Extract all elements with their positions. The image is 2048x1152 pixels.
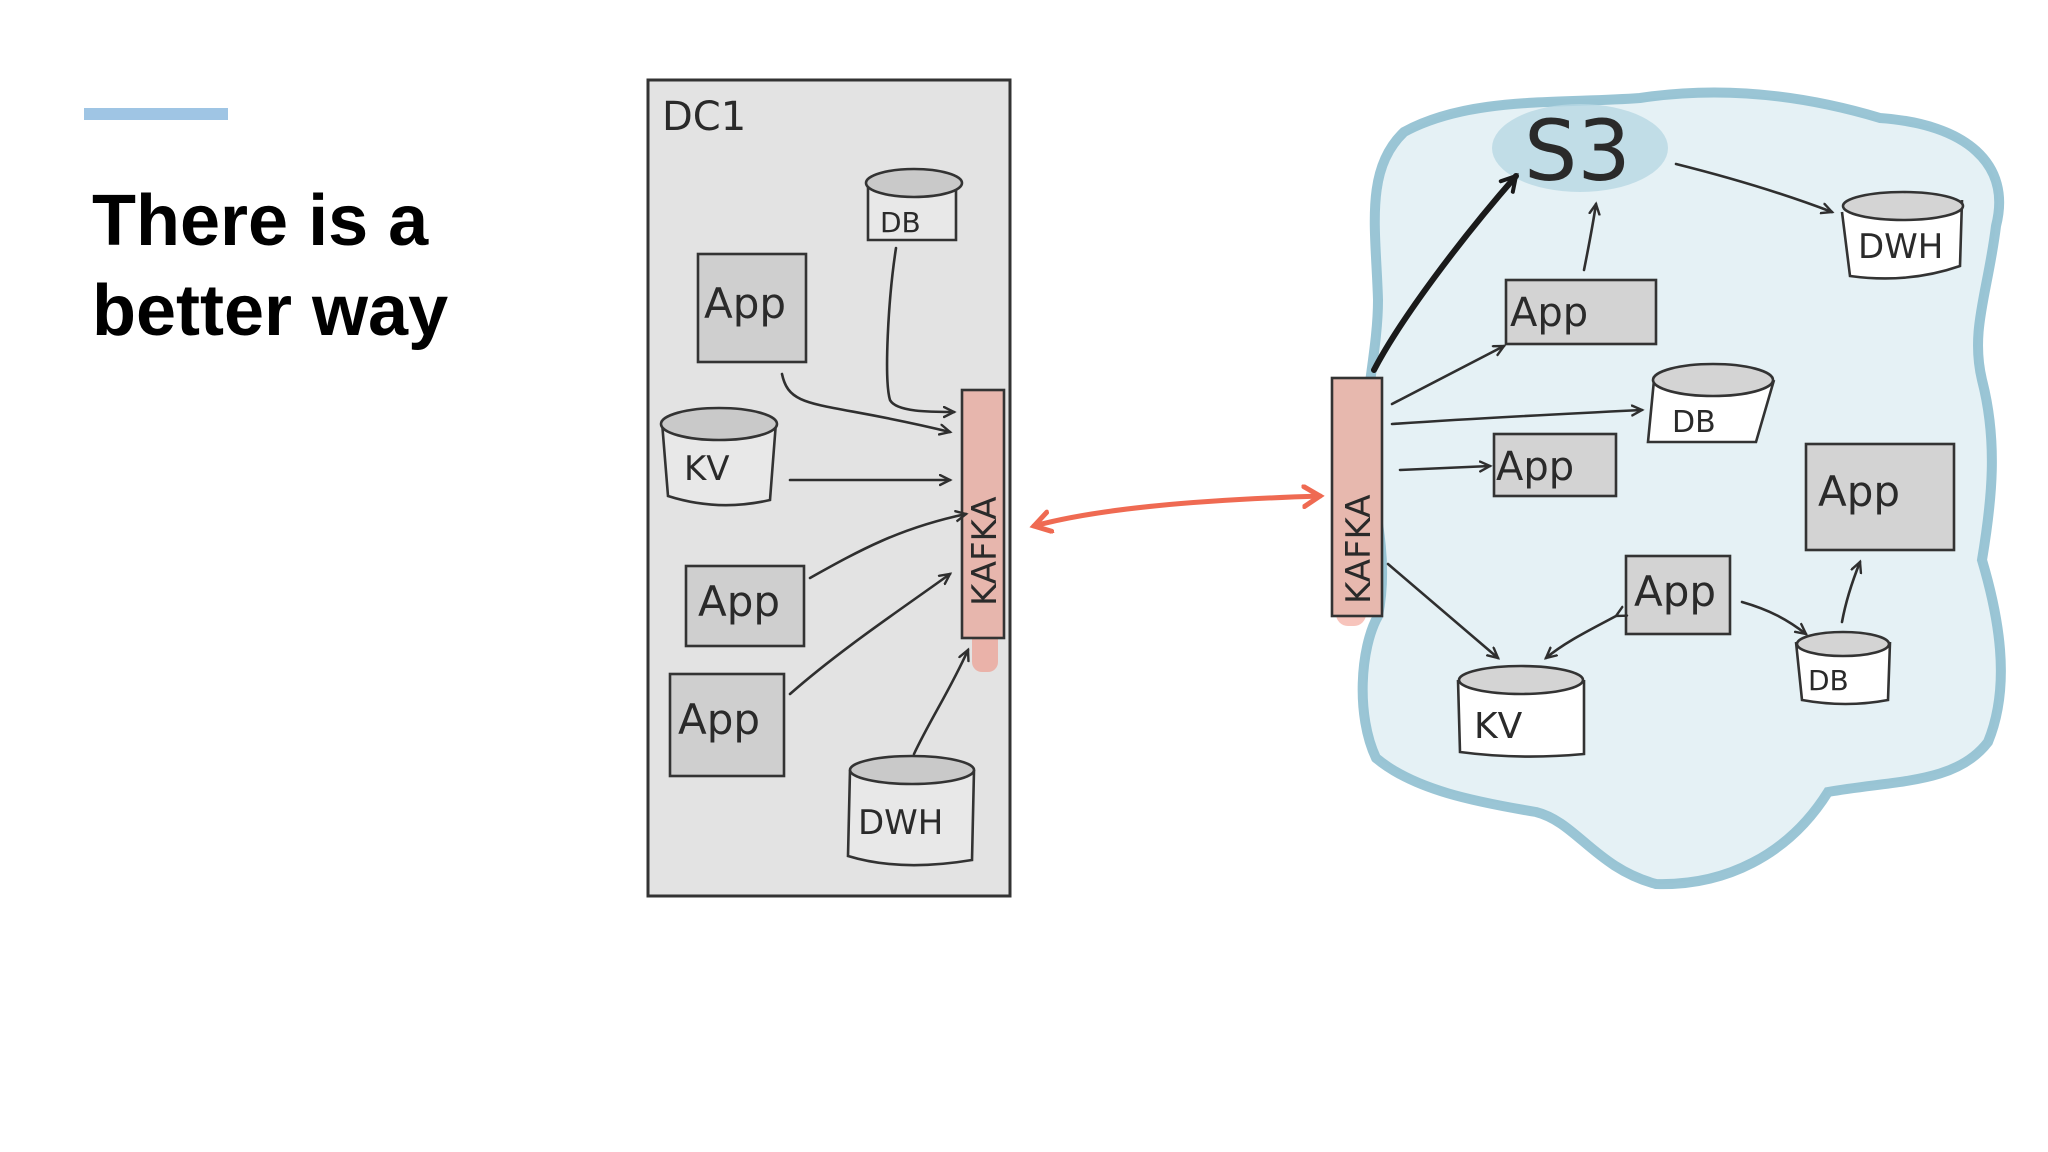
- cloud-dwh: DWH: [1840, 190, 1965, 280]
- cloud-arrow-app4-db2: [1740, 600, 1806, 634]
- title-accent-bar: [84, 108, 228, 120]
- title-line-2: better way: [92, 271, 449, 351]
- cloud-db-2: DB: [1794, 630, 1892, 706]
- cloud-app-4-label: App: [1634, 567, 1716, 616]
- cloud-app-1: App: [1504, 278, 1658, 346]
- dc1-app-2-label: App: [698, 577, 780, 626]
- cloud-arrow-db2-app3: [1840, 562, 1860, 624]
- dc1-arrow-app1-kafka: [780, 372, 950, 432]
- dc-link-bidirectional-arrow: [1034, 496, 1320, 526]
- dc1-app-1: App: [696, 252, 808, 364]
- cloud-db-1-label: DB: [1672, 405, 1716, 440]
- cloud-arrow-app1-s3: [1582, 204, 1596, 272]
- cloud-app-3-label: App: [1818, 467, 1900, 516]
- cloud-arrow-kafka-s3: [1371, 172, 1519, 373]
- dc1-app-2: App: [684, 564, 806, 648]
- dc1-arrow-db-kafka: [885, 246, 954, 412]
- dc1-kafka-label: KAFKA: [965, 497, 1005, 606]
- cloud-app-2-label: App: [1496, 444, 1574, 490]
- dc1-arrow-app2-kafka: [808, 514, 966, 580]
- cloud-region: S3 DWH App DB App App: [1330, 87, 2006, 890]
- dc1-db: DB: [864, 167, 964, 242]
- cloud-s3-label: S3: [1524, 102, 1631, 200]
- title-line-1: There is a: [92, 181, 429, 261]
- cloud-kv: KV: [1456, 664, 1586, 758]
- cloud-arrow-kafka-app2: [1398, 466, 1490, 470]
- cloud-s3: S3: [1492, 102, 1668, 200]
- dc1-dwh: DWH: [846, 754, 976, 867]
- cloud-app-3: App: [1804, 442, 1956, 552]
- dc1-kv: KV: [659, 406, 779, 507]
- slide-title: There is a better way: [92, 176, 612, 356]
- dc1-kafka: KAFKA: [960, 388, 1006, 672]
- cloud-app-4: App: [1624, 554, 1732, 636]
- dc1-kv-label: KV: [684, 449, 730, 489]
- dc1-arrow-dwh-kafka: [912, 650, 968, 756]
- cloud-arrow-kafka-kv: [1386, 562, 1498, 658]
- cloud-arrow-kafka-app1: [1390, 344, 1504, 406]
- dc1-app-3: App: [668, 672, 786, 778]
- dc1-arrow-app3-kafka: [788, 574, 950, 696]
- cloud-kafka: KAFKA: [1330, 376, 1384, 626]
- cloud-arrow-app4-kv: [1546, 616, 1616, 658]
- cloud-arrow-kafka-db1: [1390, 410, 1642, 426]
- dc1-label: DC1: [662, 94, 746, 140]
- cloud-dwh-label: DWH: [1858, 227, 1943, 267]
- cloud-kafka-label: KAFKA: [1339, 495, 1379, 604]
- dc1-datacenter: DC1 DB App KV App App: [646, 78, 1012, 898]
- cloud-app-2: App: [1492, 432, 1618, 498]
- cloud-arrow-s3-dwh: [1674, 162, 1832, 212]
- dc1-app-3-label: App: [678, 695, 760, 744]
- cloud-db-1: DB: [1646, 362, 1776, 444]
- dc1-dwh-label: DWH: [858, 803, 943, 843]
- cloud-db-2-label: DB: [1808, 664, 1849, 697]
- cloud-app-1-label: App: [1510, 290, 1588, 336]
- cloud-kv-label: KV: [1474, 706, 1523, 747]
- dc1-db-label: DB: [880, 206, 921, 239]
- dc1-app-1-label: App: [704, 279, 786, 328]
